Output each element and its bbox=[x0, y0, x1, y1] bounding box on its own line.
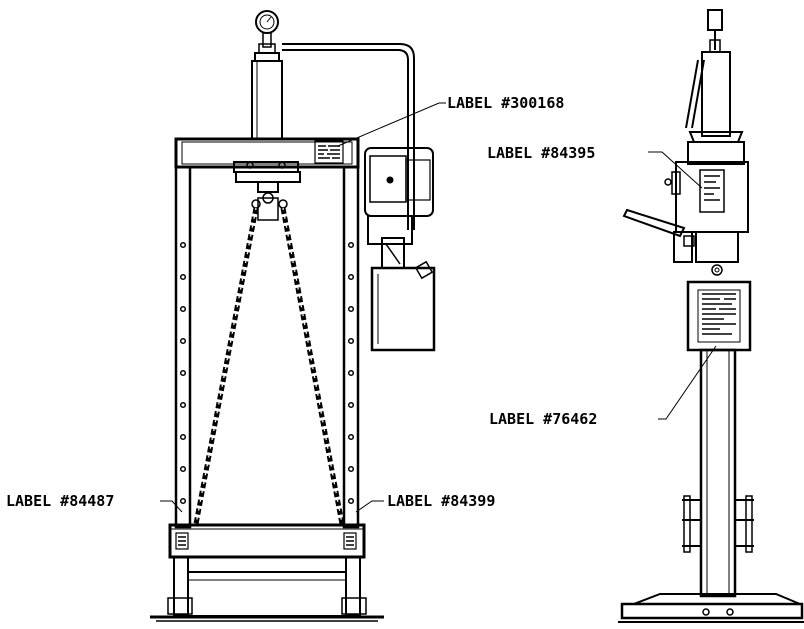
lower-bed bbox=[168, 523, 366, 559]
pressure-gauge bbox=[255, 10, 279, 54]
label-76462: LABEL #76462 bbox=[489, 410, 597, 428]
lifting-chains bbox=[193, 207, 345, 525]
top-beam bbox=[174, 137, 360, 169]
hydraulic-hose bbox=[282, 43, 415, 230]
front-view bbox=[150, 10, 436, 622]
label-84395: LABEL #84395 bbox=[487, 144, 595, 162]
hand-pump-assembly bbox=[364, 147, 436, 352]
hydraulic-cylinder bbox=[251, 52, 283, 140]
pump-handle bbox=[622, 208, 695, 263]
side-reservoir bbox=[695, 231, 739, 276]
side-base bbox=[618, 593, 804, 623]
side-column bbox=[682, 348, 754, 598]
front-base bbox=[150, 556, 384, 622]
frame-uprights bbox=[174, 165, 360, 529]
ram-head bbox=[233, 161, 301, 221]
label-sticker-300168 bbox=[314, 140, 344, 164]
side-cylinder bbox=[685, 51, 745, 165]
side-pump-body bbox=[664, 161, 749, 233]
side-label-panel bbox=[686, 280, 752, 352]
leader-lines bbox=[160, 102, 717, 513]
label-84487: LABEL #84487 bbox=[6, 492, 114, 510]
label-84399: LABEL #84399 bbox=[387, 492, 495, 510]
upright-holes bbox=[179, 241, 355, 505]
side-view bbox=[618, 9, 804, 623]
side-gauge bbox=[707, 9, 723, 53]
label-300168: LABEL #300168 bbox=[447, 94, 564, 112]
